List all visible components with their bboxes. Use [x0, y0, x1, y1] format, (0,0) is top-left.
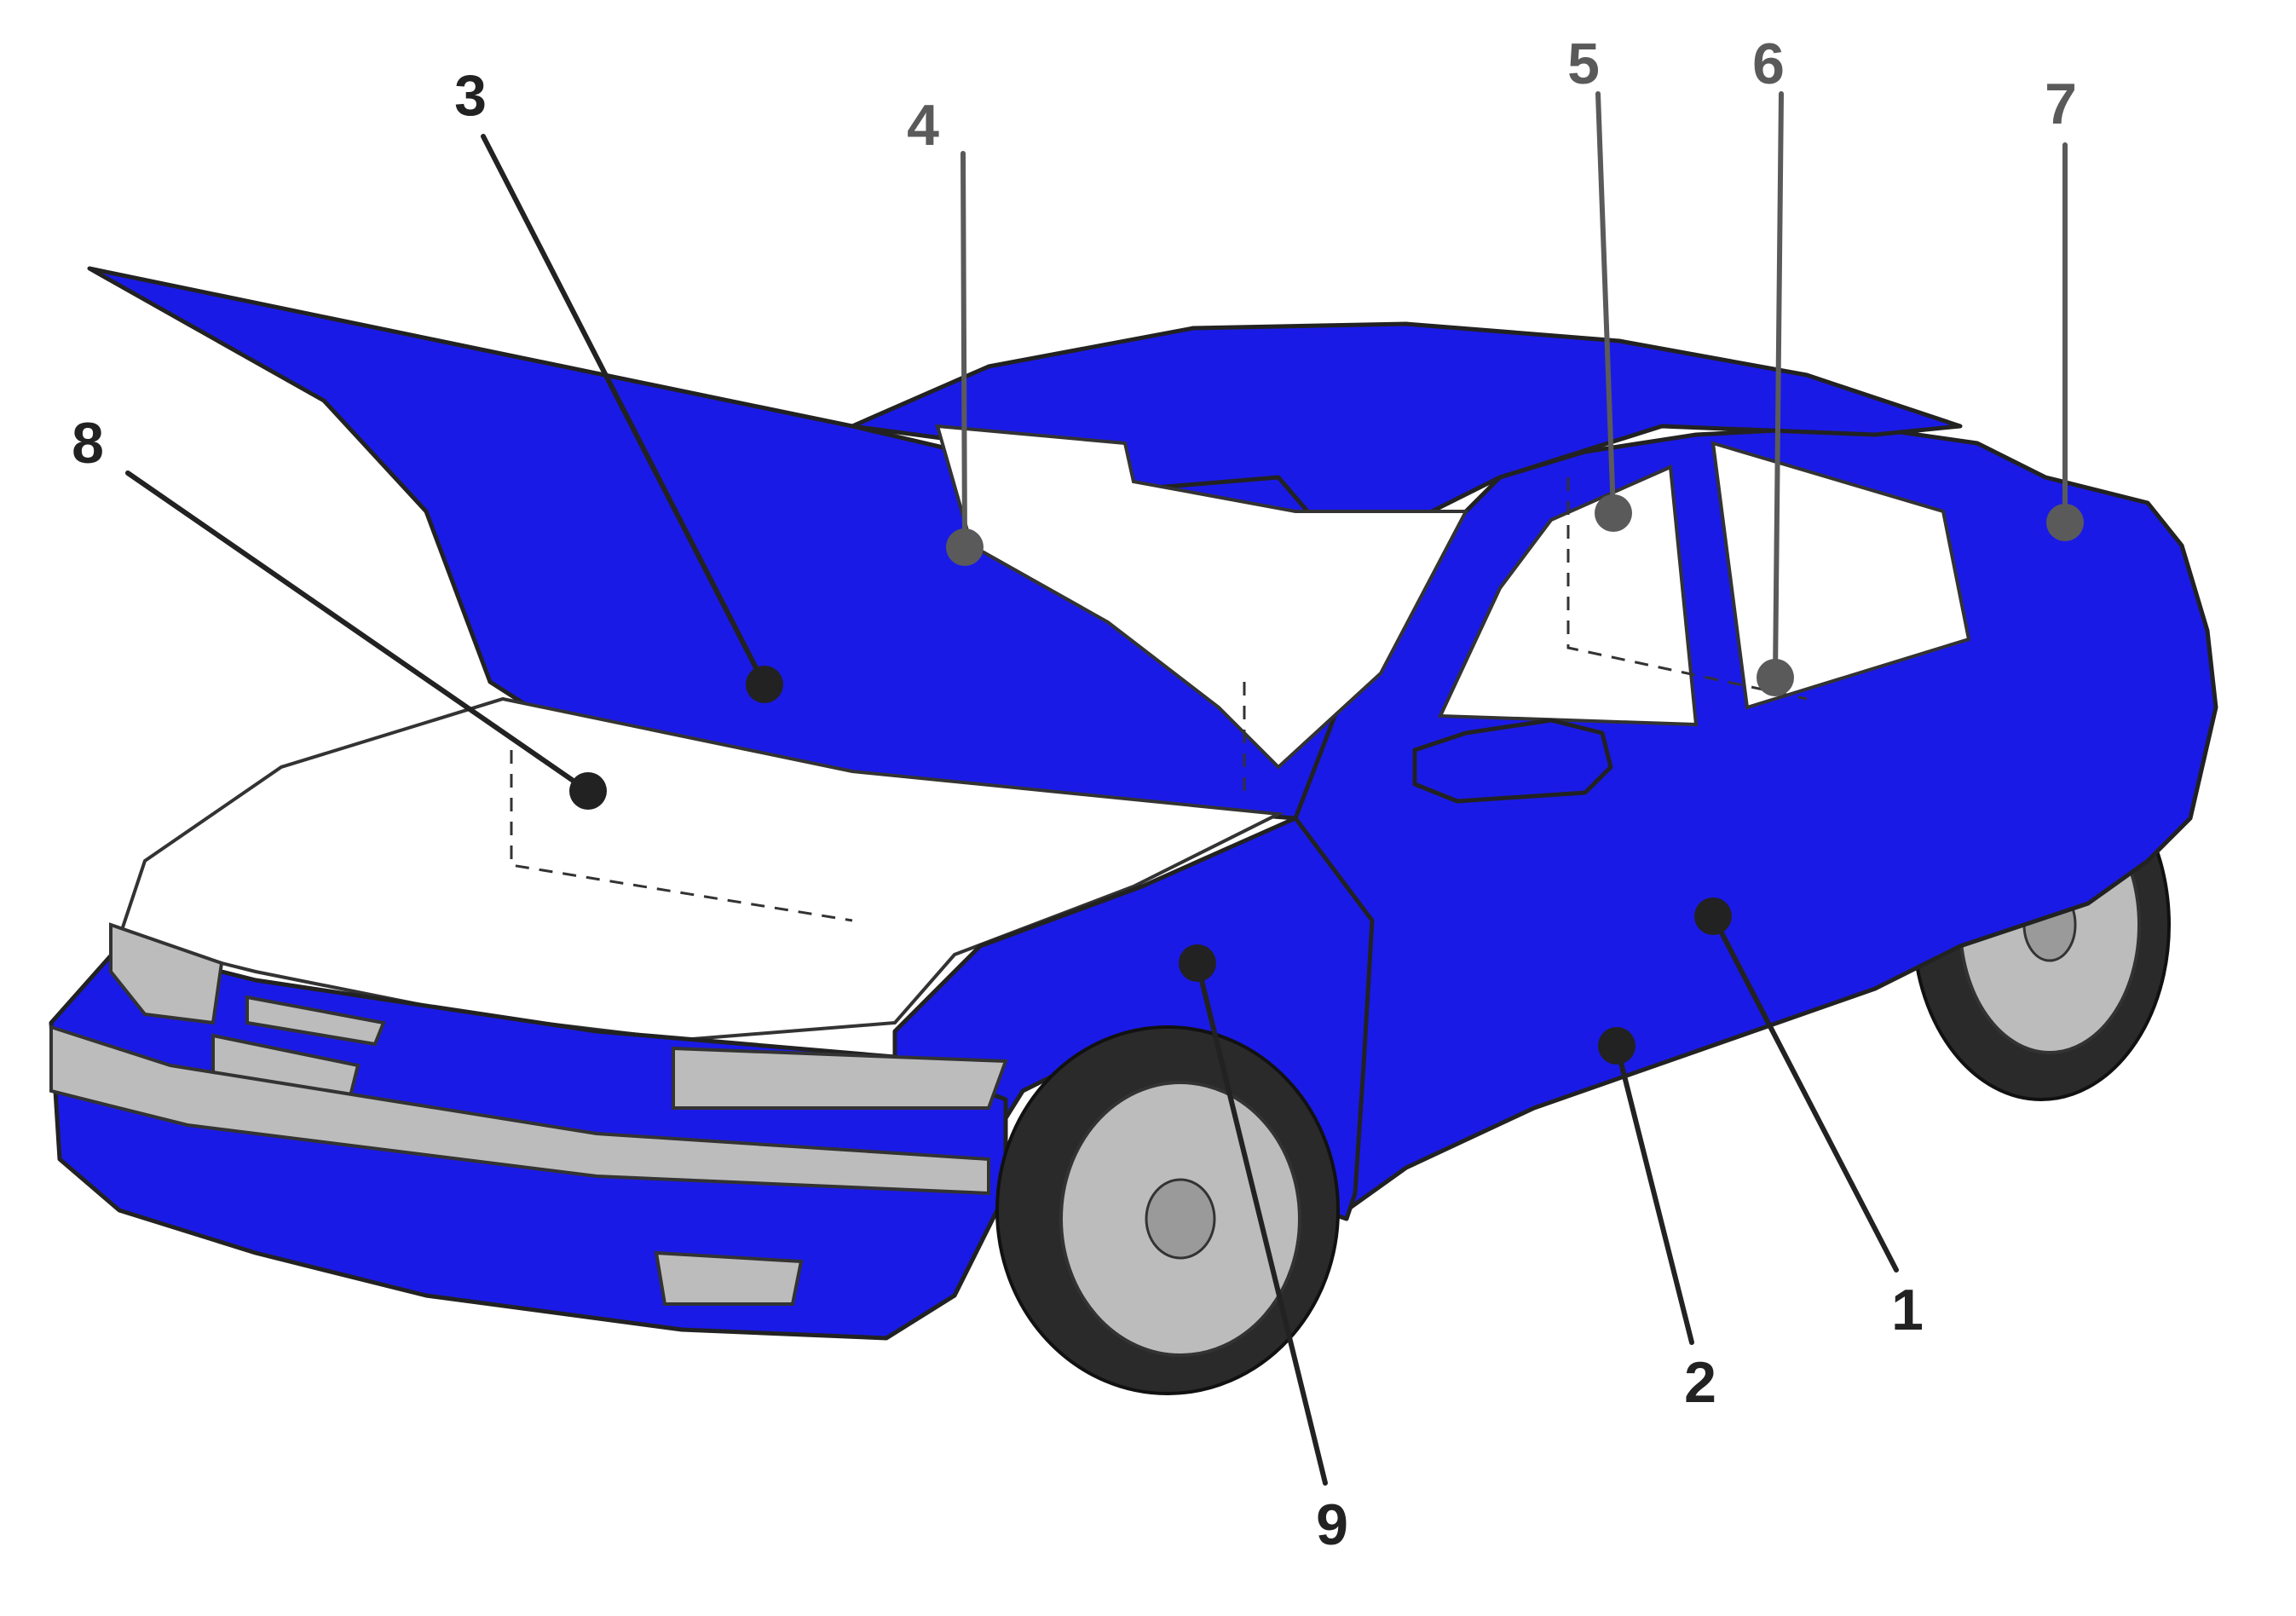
- callout-number-8: 8: [72, 411, 104, 476]
- callout-leader-4: [961, 151, 967, 550]
- callout-leader-8: [125, 470, 591, 794]
- callout-dot-5: [1595, 494, 1632, 532]
- callout-dot-2: [1598, 1027, 1635, 1065]
- callout-leader-2: [1614, 1043, 1694, 1345]
- headlight-right: [672, 1046, 1008, 1110]
- callout-dot-8: [569, 772, 607, 810]
- callout-number-7: 7: [2045, 72, 2077, 136]
- windshield: [935, 424, 1469, 770]
- bumper-trim-strip: [49, 1024, 990, 1196]
- callout-number-5: 5: [1567, 32, 1600, 96]
- callout-dot-4: [946, 528, 984, 566]
- fog-light: [654, 1250, 804, 1306]
- grille-upper: [245, 995, 386, 1047]
- callout-number-3: 3: [454, 63, 487, 128]
- callout-leader-3: [481, 134, 767, 687]
- construction-line-hood: [510, 750, 853, 922]
- callout-dot-3: [746, 666, 783, 703]
- callout-leader-6: [1773, 91, 1784, 680]
- callout-leader-9: [1195, 961, 1328, 1486]
- callout-number-2: 2: [1684, 1350, 1716, 1415]
- side-mirror: [1412, 718, 1613, 804]
- callout-dot-9: [1179, 944, 1216, 982]
- callout-leader-1: [1710, 914, 1899, 1273]
- callout-number-1: 1: [1891, 1278, 1924, 1342]
- callout-number-9: 9: [1316, 1492, 1348, 1557]
- callout-dot-1: [1694, 897, 1732, 935]
- construction-line-door: [1566, 477, 1808, 701]
- front-wheel: [995, 1025, 1340, 1395]
- callout-number-6: 6: [1752, 32, 1785, 96]
- callout-number-4: 4: [907, 93, 939, 158]
- callout-dot-6: [1757, 659, 1794, 696]
- headlight-left: [109, 922, 224, 1025]
- callout-layer: 1 2 3 4 5 6 7 8 9: [72, 32, 2084, 1557]
- callout-leader-5: [1595, 91, 1616, 516]
- callout-dot-7: [2046, 504, 2084, 541]
